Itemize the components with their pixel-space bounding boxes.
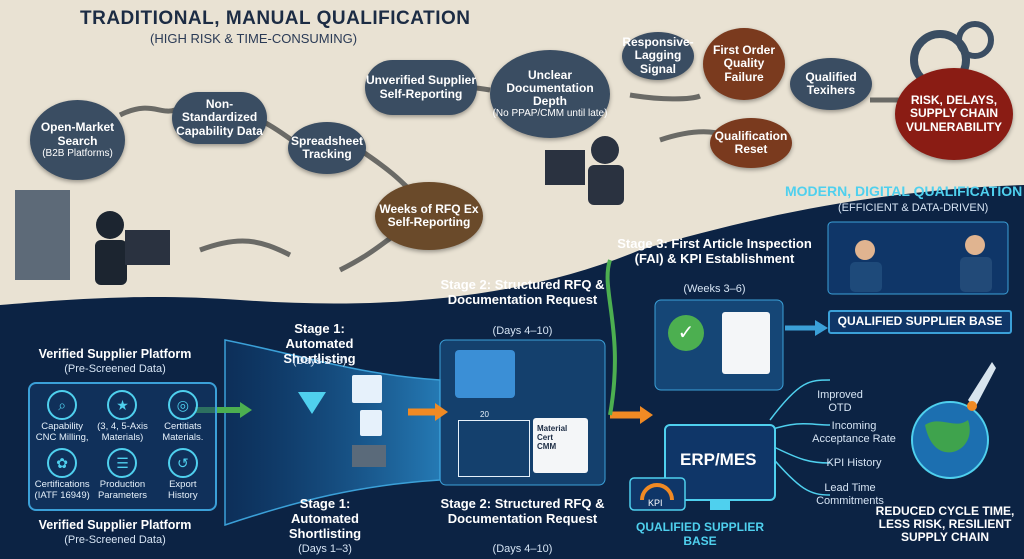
open-market-sub: (B2B Platforms) <box>42 147 113 159</box>
modern-subtitle: (EFFICIENT & DATA-DRIVEN) <box>838 202 989 214</box>
risk-label: RISK, DELAYS, SUPPLY CHAIN VULNERABILITY <box>906 93 1002 134</box>
badge-icon: ★ <box>107 390 138 420</box>
globe-icon: ◎ <box>167 390 198 420</box>
stage1-bottom-sub: (Days 1–3) <box>298 543 352 555</box>
check-gear-icon: ✓ <box>668 315 704 351</box>
stage2-bottom-sub: (Days 4–10) <box>492 543 553 555</box>
doc-checklist: Material Cert CMM <box>533 418 588 473</box>
result-label: REDUCED CYCLE TIME, LESS RISK, RESILIENT… <box>875 504 1015 545</box>
outcome-lead-time: Lead Time Commitments <box>816 482 884 507</box>
outcome-acceptance: Incoming Acceptance Rate <box>812 420 896 445</box>
open-market-bubble: Open-Market Search (B2B Platforms) <box>30 100 125 180</box>
certificate-icon: ✿ <box>47 447 78 478</box>
platform-icon-item: ★(3, 4, 5-Axis Materials) <box>94 390 150 444</box>
platform-icon-item: ✿Certifications (IATF 16949) <box>34 447 90 502</box>
kpi-label: KPI <box>648 498 663 508</box>
drawing-icon <box>458 420 530 477</box>
factory-icon <box>352 445 386 467</box>
weeks-rfq-bubble: Weeks of RFQ Ex Self-Reporting <box>375 182 483 250</box>
stage2-top-sub: (Days 4–10) <box>492 325 553 337</box>
platform-bottom-title: Verified Supplier Platform <box>38 518 192 532</box>
platform-icon-item: ↺Export History <box>155 447 211 502</box>
platform-icon-grid: ⌕Capability CNC Milling, ★(3, 4, 5-Axis … <box>30 384 215 508</box>
stage2-top-title: Stage 2: Structured RFQ & Documentation … <box>440 277 605 307</box>
doc-line: Material Cert <box>537 424 568 442</box>
weeks-rfq-label: Weeks of RFQ Ex Self-Reporting <box>379 201 479 229</box>
stage1-bottom-title: Stage 1: Automated Shortlisting <box>288 496 362 541</box>
platform-icon-label: Export History <box>168 478 198 501</box>
platform-top-title: Verified Supplier Platform <box>38 347 192 361</box>
stage2-bottom-title: Stage 2: Structured RFQ & Documentation … <box>440 496 605 526</box>
platform-icon-label: Capability CNC Milling, <box>35 421 89 443</box>
first-order-bubble: First Order Quality Failure <box>703 28 785 100</box>
platform-icon-item: ⌕Capability CNC Milling, <box>34 390 90 444</box>
risk-bubble: RISK, DELAYS, SUPPLY CHAIN VULNERABILITY <box>895 68 1013 160</box>
open-market-title: Open-Market Search <box>40 120 115 148</box>
erp-label: ERP/MES <box>680 450 757 469</box>
platform-bottom-sub: (Pre-Screened Data) <box>64 534 166 546</box>
qual-reset-bubble: Qualification Reset <box>710 118 792 168</box>
qualified-texihers-bubble: Qualified Texihers <box>790 58 872 110</box>
list-icon: ☰ <box>107 447 138 478</box>
platform-icon-label: (3, 4, 5-Axis Materials) <box>97 421 148 443</box>
outcome-otd: Improved OTD <box>817 389 863 414</box>
non-standard-label: Non-Standardized Capability Data <box>176 97 263 138</box>
search-doc-icon: ⌕ <box>47 390 78 420</box>
unclear-bubble: Unclear Documentation Depth (No PPAP/CMM… <box>490 50 610 138</box>
spreadsheet-bubble: Spreadsheet Tracking <box>288 122 366 174</box>
filter-icon <box>298 392 326 414</box>
manual-title: TRADITIONAL, MANUAL QUALIFICATION <box>80 8 471 29</box>
responsive-bubble: Responsive-Lagging Signal <box>622 32 694 80</box>
cad-part-icon <box>455 350 515 398</box>
unclear-sub: (No PPAP/CMM until late) <box>492 108 608 120</box>
platform-icon-label: Certifications (IATF 16949) <box>34 478 90 501</box>
doc-line: CMM <box>537 442 557 451</box>
unverified-bubble: Unverified Supplier Self-Reporting <box>365 60 477 115</box>
document-chart-icon <box>360 410 382 436</box>
qual-reset-label: Qualification Reset <box>714 128 788 156</box>
stage3-title: Stage 3: First Article Inspection (FAI) … <box>617 236 812 266</box>
qualified-base-top: QUALIFIED SUPPLIER BASE <box>828 310 1012 334</box>
platform-top-sub: (Pre-Screened Data) <box>64 363 166 375</box>
gauge-clipboard-icon <box>722 312 770 374</box>
unclear-title: Unclear Documentation Depth <box>506 67 594 109</box>
platform-icon-item: ◎Certitiats Materials. <box>155 390 211 444</box>
first-order-label: First Order Quality Failure <box>712 43 775 84</box>
manual-subtitle: (HIGH RISK & TIME-CONSUMING) <box>150 31 358 46</box>
qualified-texihers-label: Qualified Texihers <box>805 69 857 97</box>
history-icon: ↺ <box>167 447 198 478</box>
stage1-top-title: Stage 1: Automated Shortlisting <box>283 321 356 366</box>
spreadsheet-label: Spreadsheet Tracking <box>290 133 364 161</box>
stage1-top-sub: (Days 1–3) <box>292 355 347 367</box>
responsive-label: Responsive-Lagging Signal <box>622 35 694 76</box>
platform-icon-label: Certitiats Materials. <box>162 421 204 443</box>
platform-icon-label: Production Parameters <box>97 478 148 501</box>
stage3-sub: (Weeks 3–6) <box>683 283 746 295</box>
outcome-kpi-history: KPI History <box>826 457 882 469</box>
non-standard-bubble: Non-Standardized Capability Data <box>172 92 267 144</box>
bar-chart-icon <box>352 375 382 403</box>
unverified-label: Unverified Supplier Self-Reporting <box>365 73 477 101</box>
qualified-base-bottom: QUALIFIED SUPPLIER BASE <box>635 520 764 548</box>
platform-card: ⌕Capability CNC Milling, ★(3, 4, 5-Axis … <box>28 382 217 511</box>
platform-icon-item: ☰Production Parameters <box>94 447 150 502</box>
modern-title: MODERN, DIGITAL QUALIFICATION <box>785 183 1023 199</box>
drawing-dimension: 20 <box>480 410 489 419</box>
